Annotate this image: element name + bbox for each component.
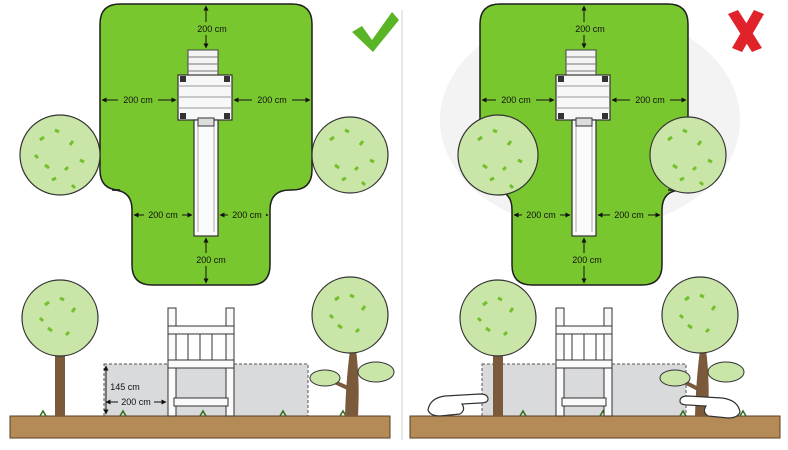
dim-label-left: 200 cm: [501, 95, 531, 105]
dim-label-lower-left: 200 cm: [148, 210, 178, 220]
side-view-left: 145 cm 200 cm: [9, 276, 395, 439]
dim-label-top: 200 cm: [197, 24, 227, 34]
side-width-label: 200 cm: [121, 397, 151, 407]
check-mark-icon: [352, 12, 399, 52]
tree-top-view-left: [19, 114, 101, 196]
play-tower-top-view: [555, 49, 611, 237]
tree-top-view-left: [457, 114, 539, 196]
ground-strip: [9, 415, 391, 439]
tree-top-view-right: [649, 116, 727, 194]
dim-label-right: 200 cm: [257, 95, 287, 105]
dim-label-left: 200 cm: [123, 95, 153, 105]
play-tower-top-view: [177, 49, 233, 237]
dim-label-bottom: 200 cm: [572, 255, 602, 265]
dim-label-bottom: 200 cm: [196, 255, 226, 265]
side-height-label: 145 cm: [110, 382, 140, 392]
right-panel: 200 cm 200 cm 200 cm 200 cm 200 cm 200 c…: [409, 3, 781, 439]
pointing-hand-icon: [679, 395, 741, 419]
tree-top-view-right: [311, 116, 389, 194]
dim-label-right: 200 cm: [635, 95, 665, 105]
left-panel: 200 cm 200 cm 200 cm 200 cm 200 cm 200 c…: [9, 3, 399, 439]
side-view-right: [409, 276, 781, 439]
dim-label-top: 200 cm: [575, 24, 605, 34]
dim-label-lower-right: 200 cm: [614, 210, 644, 220]
ground-strip: [409, 415, 781, 439]
dim-label-lower-left: 200 cm: [526, 210, 556, 220]
fall-zone: [481, 363, 687, 417]
cross-mark-icon: [728, 10, 764, 52]
pointing-hand-icon: [427, 393, 489, 417]
dim-label-lower-right: 200 cm: [232, 210, 262, 220]
